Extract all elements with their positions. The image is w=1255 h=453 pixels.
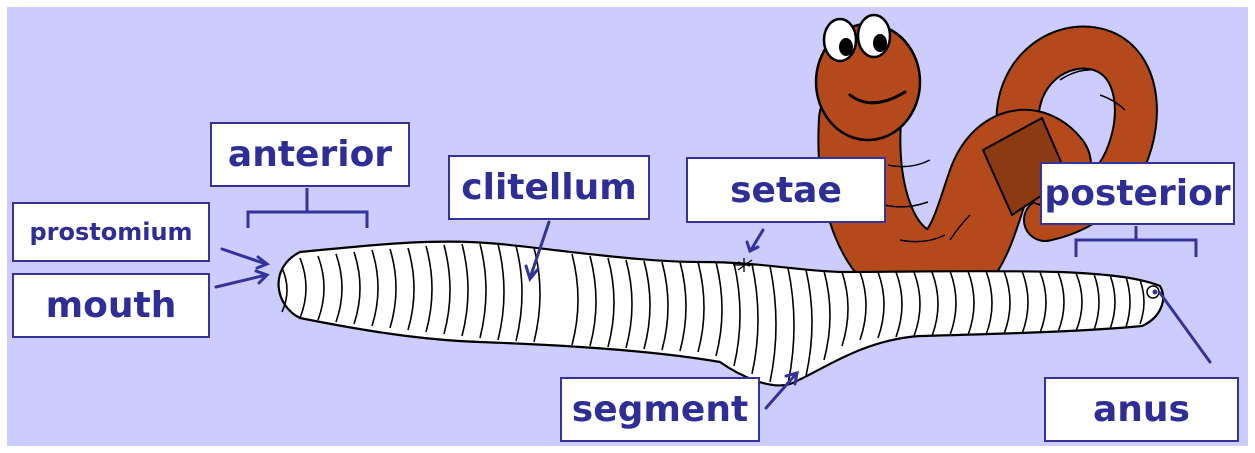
cartoon-earthworm-icon bbox=[816, 15, 1136, 271]
earthworm-outline-icon bbox=[279, 242, 1164, 386]
label-anterior: anterior bbox=[210, 122, 410, 187]
label-setae: setae bbox=[686, 157, 886, 223]
anus-pointer bbox=[1160, 293, 1210, 362]
label-anus: anus bbox=[1044, 377, 1239, 442]
label-prostomium: prostomium bbox=[12, 202, 210, 262]
label-segment: segment bbox=[560, 377, 760, 442]
anterior-bracket bbox=[248, 188, 367, 228]
label-posterior: posterior bbox=[1040, 162, 1235, 225]
posterior-bracket bbox=[1076, 226, 1196, 257]
mouth-pointer bbox=[216, 275, 266, 287]
label-clitellum: clitellum bbox=[448, 155, 650, 220]
label-mouth: mouth bbox=[12, 273, 210, 338]
